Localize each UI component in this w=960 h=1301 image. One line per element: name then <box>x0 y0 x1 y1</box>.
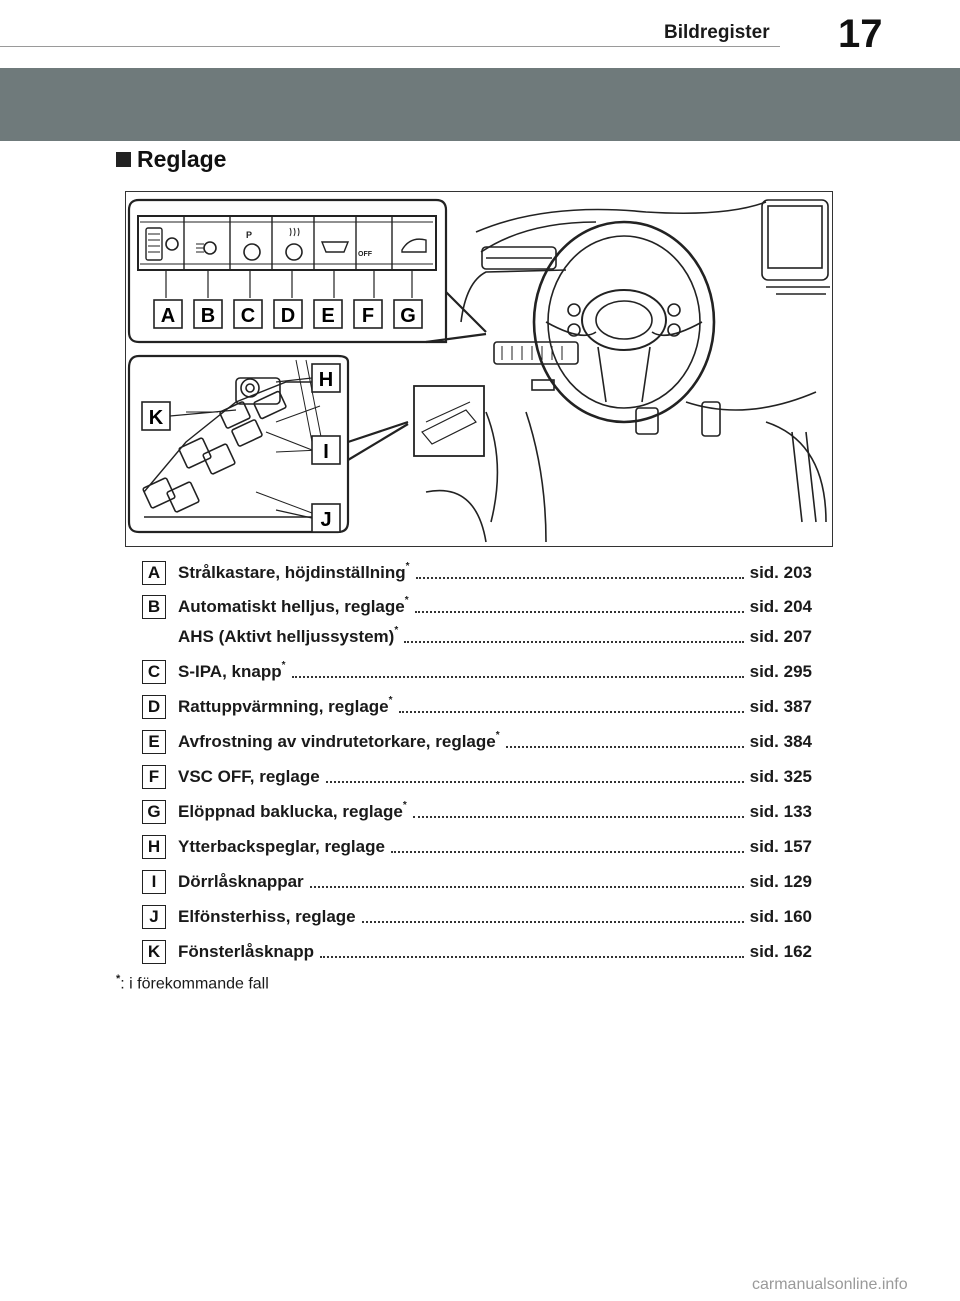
callout-b: B <box>201 305 215 327</box>
legend-letter-badge: K <box>142 940 166 964</box>
leader-dots <box>320 955 744 958</box>
page-reference: sid. 387 <box>749 697 812 716</box>
page-reference: sid. 204 <box>749 597 812 616</box>
page-reference: sid. 325 <box>749 767 812 786</box>
footnote-mark: * <box>116 973 121 985</box>
leader-dots <box>414 610 744 613</box>
legend-row: K Fönsterlåsknapp sid. 162 <box>142 940 812 964</box>
leader-dots <box>404 640 744 643</box>
legend-letter-badge-empty <box>142 625 166 649</box>
leader-dots <box>361 920 744 923</box>
page-number: 17 <box>838 12 883 56</box>
page-reference: sid. 384 <box>749 732 812 751</box>
leader-dots <box>398 710 744 713</box>
section-title-text: Reglage <box>137 146 227 172</box>
legend-letter-badge: E <box>142 730 166 754</box>
callout-h: H <box>319 369 333 391</box>
callout-d: D <box>281 305 295 327</box>
footnote-text: : i förekommande fall <box>120 975 269 993</box>
legend-letter-badge: G <box>142 800 166 824</box>
legend-row: F VSC OFF, reglage sid. 325 <box>142 765 812 789</box>
s-ipa-switch-p-text: P <box>246 230 252 240</box>
legend-row: I Dörrlåsknappar sid. 129 <box>142 870 812 894</box>
page-reference: sid. 157 <box>749 837 812 856</box>
legend-label: VSC OFF, reglage <box>178 767 320 786</box>
legend-row: C S-IPA, knapp* sid. 295 <box>142 660 812 684</box>
callout-c: C <box>241 305 255 327</box>
legend-label: AHS (Aktivt helljussystem)* <box>178 625 399 646</box>
legend-label: S-IPA, knapp* <box>178 660 286 681</box>
legend-label: Avfrostning av vindrutetorkare, reglage* <box>178 730 500 751</box>
section-title: Reglage <box>116 146 226 173</box>
legend-label: Automatiskt helljus, reglage* <box>178 595 409 616</box>
callout-a: A <box>161 305 175 327</box>
leader-dots <box>415 576 744 579</box>
legend-row: H Ytterbackspeglar, reglage sid. 157 <box>142 835 812 859</box>
page-reference: sid. 133 <box>749 802 812 821</box>
legend-label: Strålkastare, höjdinställning* <box>178 561 410 582</box>
callout-row-top: A B C D E F G <box>153 299 423 329</box>
legend-label: Ytterbackspeglar, reglage <box>178 837 385 856</box>
page-reference: sid. 129 <box>749 872 812 891</box>
legend-letter-badge: H <box>142 835 166 859</box>
footnote: *: i förekommande fall <box>116 973 269 993</box>
legend-row: E Avfrostning av vindrutetorkare, reglag… <box>142 730 812 754</box>
header-band <box>0 68 960 141</box>
legend-label: Elfönsterhiss, reglage <box>178 907 356 926</box>
callout-i: I <box>323 441 329 463</box>
callout-group-door: H K I J <box>141 363 341 533</box>
legend-label: Elöppnad baklucka, reglage* <box>178 800 407 821</box>
header-rule <box>0 46 780 47</box>
callout-f: F <box>362 305 374 327</box>
legend-letter-badge: I <box>142 870 166 894</box>
leader-dots <box>325 780 744 783</box>
leader-dots <box>309 885 744 888</box>
leader-dots <box>505 745 744 748</box>
page-reference: sid. 207 <box>749 627 812 646</box>
legend-letter-badge: J <box>142 905 166 929</box>
controls-illustration-svg: P OFF A B C D E F G H K I <box>127 198 830 543</box>
page-reference: sid. 160 <box>749 907 812 926</box>
page-reference: sid. 203 <box>749 563 812 582</box>
legend-row: G Elöppnad baklucka, reglage* sid. 133 <box>142 800 812 824</box>
leader-dots <box>390 850 744 853</box>
legend-row: D Rattuppvärmning, reglage* sid. 387 <box>142 695 812 719</box>
legend-label: Rattuppvärmning, reglage* <box>178 695 393 716</box>
controls-illustration: P OFF A B C D E F G H K I <box>125 191 833 547</box>
callout-g: G <box>400 305 416 327</box>
legend-letter-badge: B <box>142 595 166 619</box>
leader-dots <box>291 675 744 678</box>
legend-row: A Strålkastare, höjdinställning* sid. 20… <box>142 561 812 585</box>
watermark: carmanualsonline.info <box>752 1276 908 1293</box>
legend-letter-badge: D <box>142 695 166 719</box>
callout-k: K <box>149 407 164 429</box>
legend-letter-badge: A <box>142 561 166 585</box>
legend-row: B Automatiskt helljus, reglage* sid. 204 <box>142 595 812 619</box>
legend-row: AHS (Aktivt helljussystem)* sid. 207 <box>142 625 812 649</box>
legend-label: Dörrlåsknappar <box>178 872 304 891</box>
page-reference: sid. 295 <box>749 662 812 681</box>
running-header-title: Bildregister <box>664 22 770 43</box>
legend-row: J Elfönsterhiss, reglage sid. 160 <box>142 905 812 929</box>
legend-letter-badge: F <box>142 765 166 789</box>
legend-letter-badge: C <box>142 660 166 684</box>
callout-e: E <box>321 305 334 327</box>
legend-label: Fönsterlåsknapp <box>178 942 315 961</box>
leader-dots <box>412 815 744 818</box>
page-reference: sid. 162 <box>749 942 812 961</box>
callout-j: J <box>320 509 331 531</box>
vsc-off-switch-text: OFF <box>358 251 373 258</box>
square-bullet-icon <box>116 152 131 167</box>
